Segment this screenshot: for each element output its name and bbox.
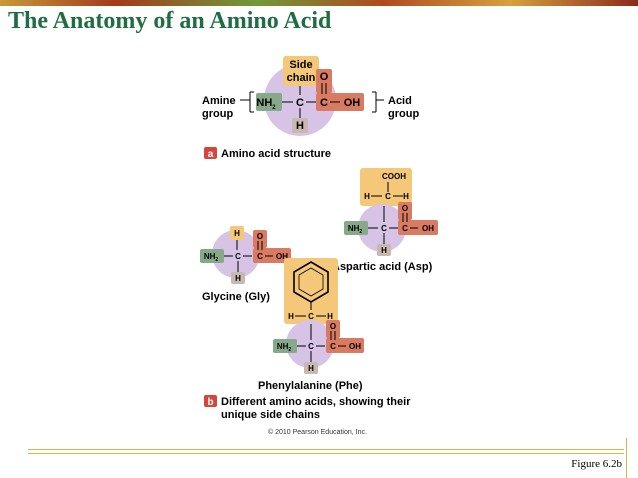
asp-amine-box [344, 221, 368, 235]
glycine-structure: H NH2 C O C OH H Glycine (Gly) [200, 226, 291, 303]
phe-hydrogen: H [308, 364, 314, 373]
carboxyl-oxygen: O [320, 71, 329, 83]
asp-alpha-carbon: C [381, 224, 387, 233]
phe-side-c: C [308, 312, 314, 321]
gly-amine: NH2 [204, 252, 219, 263]
phenylalanine-structure: H C H NH2 C O C OH H Phenylalanine (Phe) [258, 258, 364, 392]
side-chain-label-line1: Side [289, 59, 312, 71]
panel-b-caption-line2: unique side chains [221, 409, 320, 421]
amine-group-label-line1: Amine [202, 95, 236, 107]
carboxyl-oxygen-box [316, 69, 332, 93]
gly-name: Glycine (Gly) [202, 291, 270, 303]
amine-group-bracket [240, 91, 254, 113]
gly-side-chain-box [230, 226, 244, 240]
gly-carboxyl-oxygen-box [253, 230, 267, 248]
phe-alpha-carbon: C [308, 342, 314, 351]
panel-b-caption-line1: Different amino acids, showing their [221, 396, 411, 408]
aspartic-acid-structure: COOH H C H NH2 C O C OH H Aspartic acid … [332, 168, 438, 273]
asp-amine: NH2 [348, 224, 363, 235]
acid-group-label-line2: group [388, 108, 419, 120]
alpha-hydrogen: H [296, 120, 304, 132]
top-decorative-banner [0, 0, 638, 6]
phe-carboxyl-carbon: C [330, 342, 336, 351]
asp-hydrogen: H [381, 246, 387, 255]
side-chain-box [283, 56, 319, 86]
phe-hydroxyl: OH [349, 342, 361, 351]
gly-amine-box [200, 249, 224, 263]
phe-amine: NH2 [277, 342, 292, 353]
panel-b-caption: b Different amino acids, showing their u… [204, 395, 411, 421]
phe-side-h-right: H [327, 312, 333, 321]
asp-side-c: C [385, 192, 391, 201]
phe-amine-box [273, 339, 297, 353]
phe-name: Phenylalanine (Phe) [258, 380, 363, 392]
phe-carboxyl-oxygen: O [330, 322, 336, 331]
asp-cooh: COOH [382, 172, 406, 181]
phe-hydrogen-box [304, 362, 318, 374]
copyright-notice: © 2010 Pearson Education, Inc. [268, 428, 367, 436]
gly-carboxyl-oxygen: O [257, 232, 263, 241]
gly-hydrogen-box [231, 272, 245, 284]
phe-alpha-sphere [286, 320, 334, 368]
asp-hydrogen-box [377, 244, 391, 256]
panel-a-caption: Amino acid structure [221, 148, 331, 160]
gly-hydroxyl: OH [276, 252, 288, 261]
amine-group-label-line2: group [202, 108, 233, 120]
amine-text: NH2 [256, 97, 276, 111]
panel-a-badge [204, 147, 217, 159]
gly-carboxyl-carbon: C [257, 252, 263, 261]
footer-rule-bottom [28, 453, 624, 454]
amine-box [256, 93, 282, 111]
phe-carboxyl-oxygen-box [326, 320, 340, 338]
phe-side-chain-box [284, 258, 338, 324]
footer-rule-top [28, 449, 624, 450]
panel-b-badge [204, 395, 217, 407]
asp-carboxyl-carbon: C [402, 224, 408, 233]
gly-hydrogen: H [235, 274, 241, 283]
gly-alpha-carbon: C [235, 252, 241, 261]
asp-side-h-right: H [403, 192, 409, 201]
slide-title: The Anatomy of an Amino Acid [8, 8, 332, 34]
hydrogen-box [292, 118, 308, 133]
phe-side-h-left: H [288, 312, 294, 321]
asp-hydroxyl: OH [422, 224, 434, 233]
carboxyl-carbon: C [320, 97, 328, 109]
phe-benzene-inner [298, 267, 324, 297]
panel-b-badge-letter: b [207, 397, 213, 408]
asp-side-h-left: H [364, 192, 370, 201]
asp-name: Aspartic acid (Asp) [332, 261, 433, 273]
alpha-carbon: C [296, 97, 304, 109]
gly-alpha-sphere [212, 230, 260, 278]
asp-carboxyl-oxygen: O [402, 204, 408, 213]
gly-side-h: H [234, 229, 240, 238]
footer-vertical-rule [626, 438, 627, 478]
figure-label: Figure 6.2b [571, 458, 622, 470]
panel-a-general-structure: Side chain NH2 C H O C OH Amine group Ac… [202, 56, 419, 160]
asp-alpha-sphere [358, 204, 406, 252]
acid-group-bracket [372, 91, 384, 113]
acid-group-label-line1: Acid [388, 95, 412, 107]
asp-carboxyl-oxygen-box [398, 202, 412, 220]
side-chain-label-line2: chain [287, 72, 316, 84]
panel-a-badge-letter: a [208, 149, 214, 160]
hydroxyl: OH [344, 97, 361, 109]
